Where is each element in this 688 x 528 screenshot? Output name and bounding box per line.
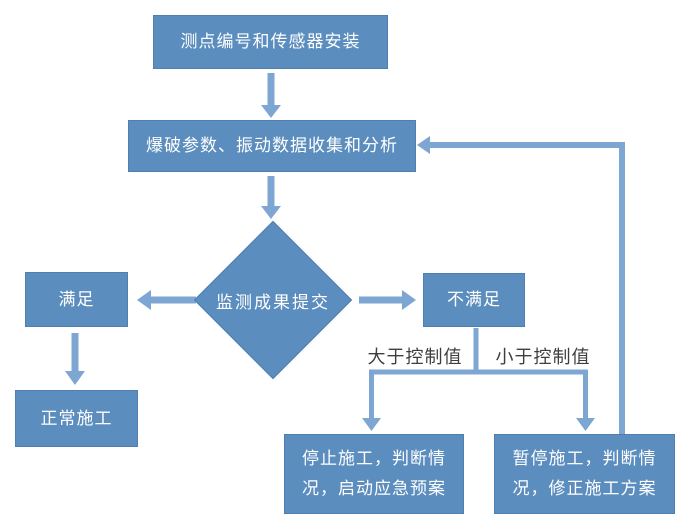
arrow-feedback-to-collection (417, 136, 625, 434)
branch-bracket (369, 328, 588, 375)
node-data-collection: 爆破参数、振动数据收集和分析 (128, 120, 416, 172)
arrow-branch-to-pause (576, 372, 595, 431)
node-stop-construction: 停止施工，判断情 况，启动应急预案 (284, 434, 464, 514)
node-sensor-install: 测点编号和传感器安装 (153, 15, 388, 69)
node-satisfied: 满足 (25, 272, 128, 327)
arrow-decision-to-notsatisfied (359, 290, 416, 310)
edge-label-less-than-control: 小于控制值 (495, 347, 591, 367)
edge-label-greater-than-control: 大于控制值 (367, 347, 463, 367)
node-normal-construction: 正常施工 (15, 390, 138, 447)
arrow-sensor-to-collection (261, 73, 281, 118)
node-not-satisfied: 不满足 (423, 273, 525, 327)
node-pause-construction: 暂停施工，判断情 况，修正施工方案 (494, 434, 675, 514)
arrow-branch-to-stop (362, 372, 381, 431)
arrow-satisfied-to-normal (65, 333, 85, 385)
arrow-decision-to-satisfied (137, 290, 196, 310)
node-decision: 监测成果提交 (216, 292, 330, 312)
arrow-collection-to-decision (261, 176, 281, 219)
